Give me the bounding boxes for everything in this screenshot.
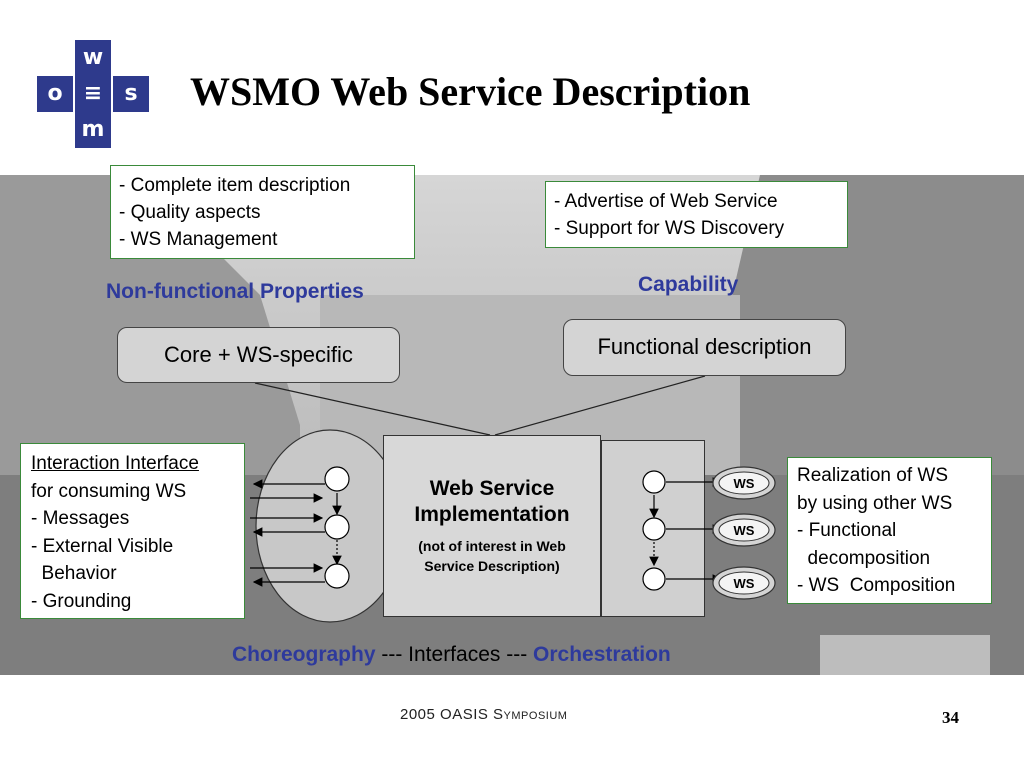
interfaces-label: --- Interfaces --- [375, 643, 534, 666]
logo-letter-o: o [37, 76, 73, 112]
orchestration-node [642, 517, 666, 541]
capability-heading: Capability [638, 273, 739, 296]
slide-number: 34 [942, 708, 959, 727]
interaction-note-line: for consuming WS [31, 480, 187, 502]
interaction-interface-note: Interaction Interface for consuming WS -… [20, 443, 245, 619]
nfp-note-line: - Complete item description [119, 175, 351, 196]
realization-note: Realization of WS by using other WS - Fu… [787, 457, 992, 604]
interaction-note-line: Behavior [31, 563, 117, 584]
ws-implementation-box: Web Service Implementation (not of inter… [383, 435, 601, 617]
ws-badge: WS [712, 566, 776, 600]
realization-note-line: by using other WS [797, 492, 953, 514]
ws-impl-title-line: Implementation [414, 503, 570, 526]
ws-badge-label: WS [734, 576, 755, 591]
capability-note-line: - Support for WS Discovery [554, 218, 785, 239]
ws-badge-label: WS [734, 476, 755, 491]
ws-badge: WS [712, 466, 776, 500]
choreography-ellipse [255, 429, 390, 623]
footer-event: 2005 OASIS Symposium [400, 706, 568, 723]
interaction-note-line: - External Visible [31, 535, 174, 557]
capability-note: - Advertise of Web Service - Support for… [545, 181, 848, 248]
nfp-note-line: - WS Management [119, 229, 278, 250]
choreography-node [324, 563, 350, 589]
nfp-note-line: - Quality aspects [119, 202, 261, 223]
capability-note-line: - Advertise of Web Service [554, 191, 778, 212]
choreography-diagram [250, 429, 390, 623]
functional-description-box: Functional description [563, 319, 846, 376]
interfaces-caption: Choreography --- Interfaces --- Orchestr… [232, 643, 671, 667]
ws-badge-label: WS [734, 523, 755, 538]
realization-note-line: - Functional [797, 520, 897, 541]
slide-title: WSMO Web Service Description [190, 69, 751, 114]
choreography-node [324, 514, 350, 540]
choreography-node [324, 466, 350, 492]
orchestration-node [642, 567, 666, 591]
ws-impl-subtitle-line: Service Description) [424, 558, 560, 574]
orchestration-node [642, 470, 666, 494]
interaction-note-line: - Grounding [31, 590, 132, 612]
ws-impl-title-line: Web Service [429, 477, 555, 500]
logo-center-glyph: ≡ [75, 76, 111, 112]
interaction-note-line: - Messages [31, 508, 130, 529]
choreography-label: Choreography [232, 643, 376, 666]
ws-badge: WS [712, 513, 776, 547]
realization-note-line: Realization of WS [797, 465, 949, 486]
logo-letter-m: m [75, 112, 111, 148]
realization-note-line: decomposition [797, 547, 931, 569]
realization-note-line: - WS Composition [797, 575, 956, 596]
interaction-interface-title: Interaction Interface [31, 453, 199, 474]
ws-impl-subtitle-line: (not of interest in Web [418, 538, 566, 554]
core-ws-specific-box: Core + WS-specific [117, 327, 400, 383]
logo-letter-s: s [113, 76, 149, 112]
logo-letter-w: w [75, 40, 111, 76]
orchestration-diagram: WS WS WS [642, 466, 776, 600]
orchestration-label: Orchestration [533, 643, 671, 666]
nfp-note: - Complete item description - Quality as… [110, 165, 415, 259]
nfp-heading: Non-functional Properties [106, 280, 364, 303]
